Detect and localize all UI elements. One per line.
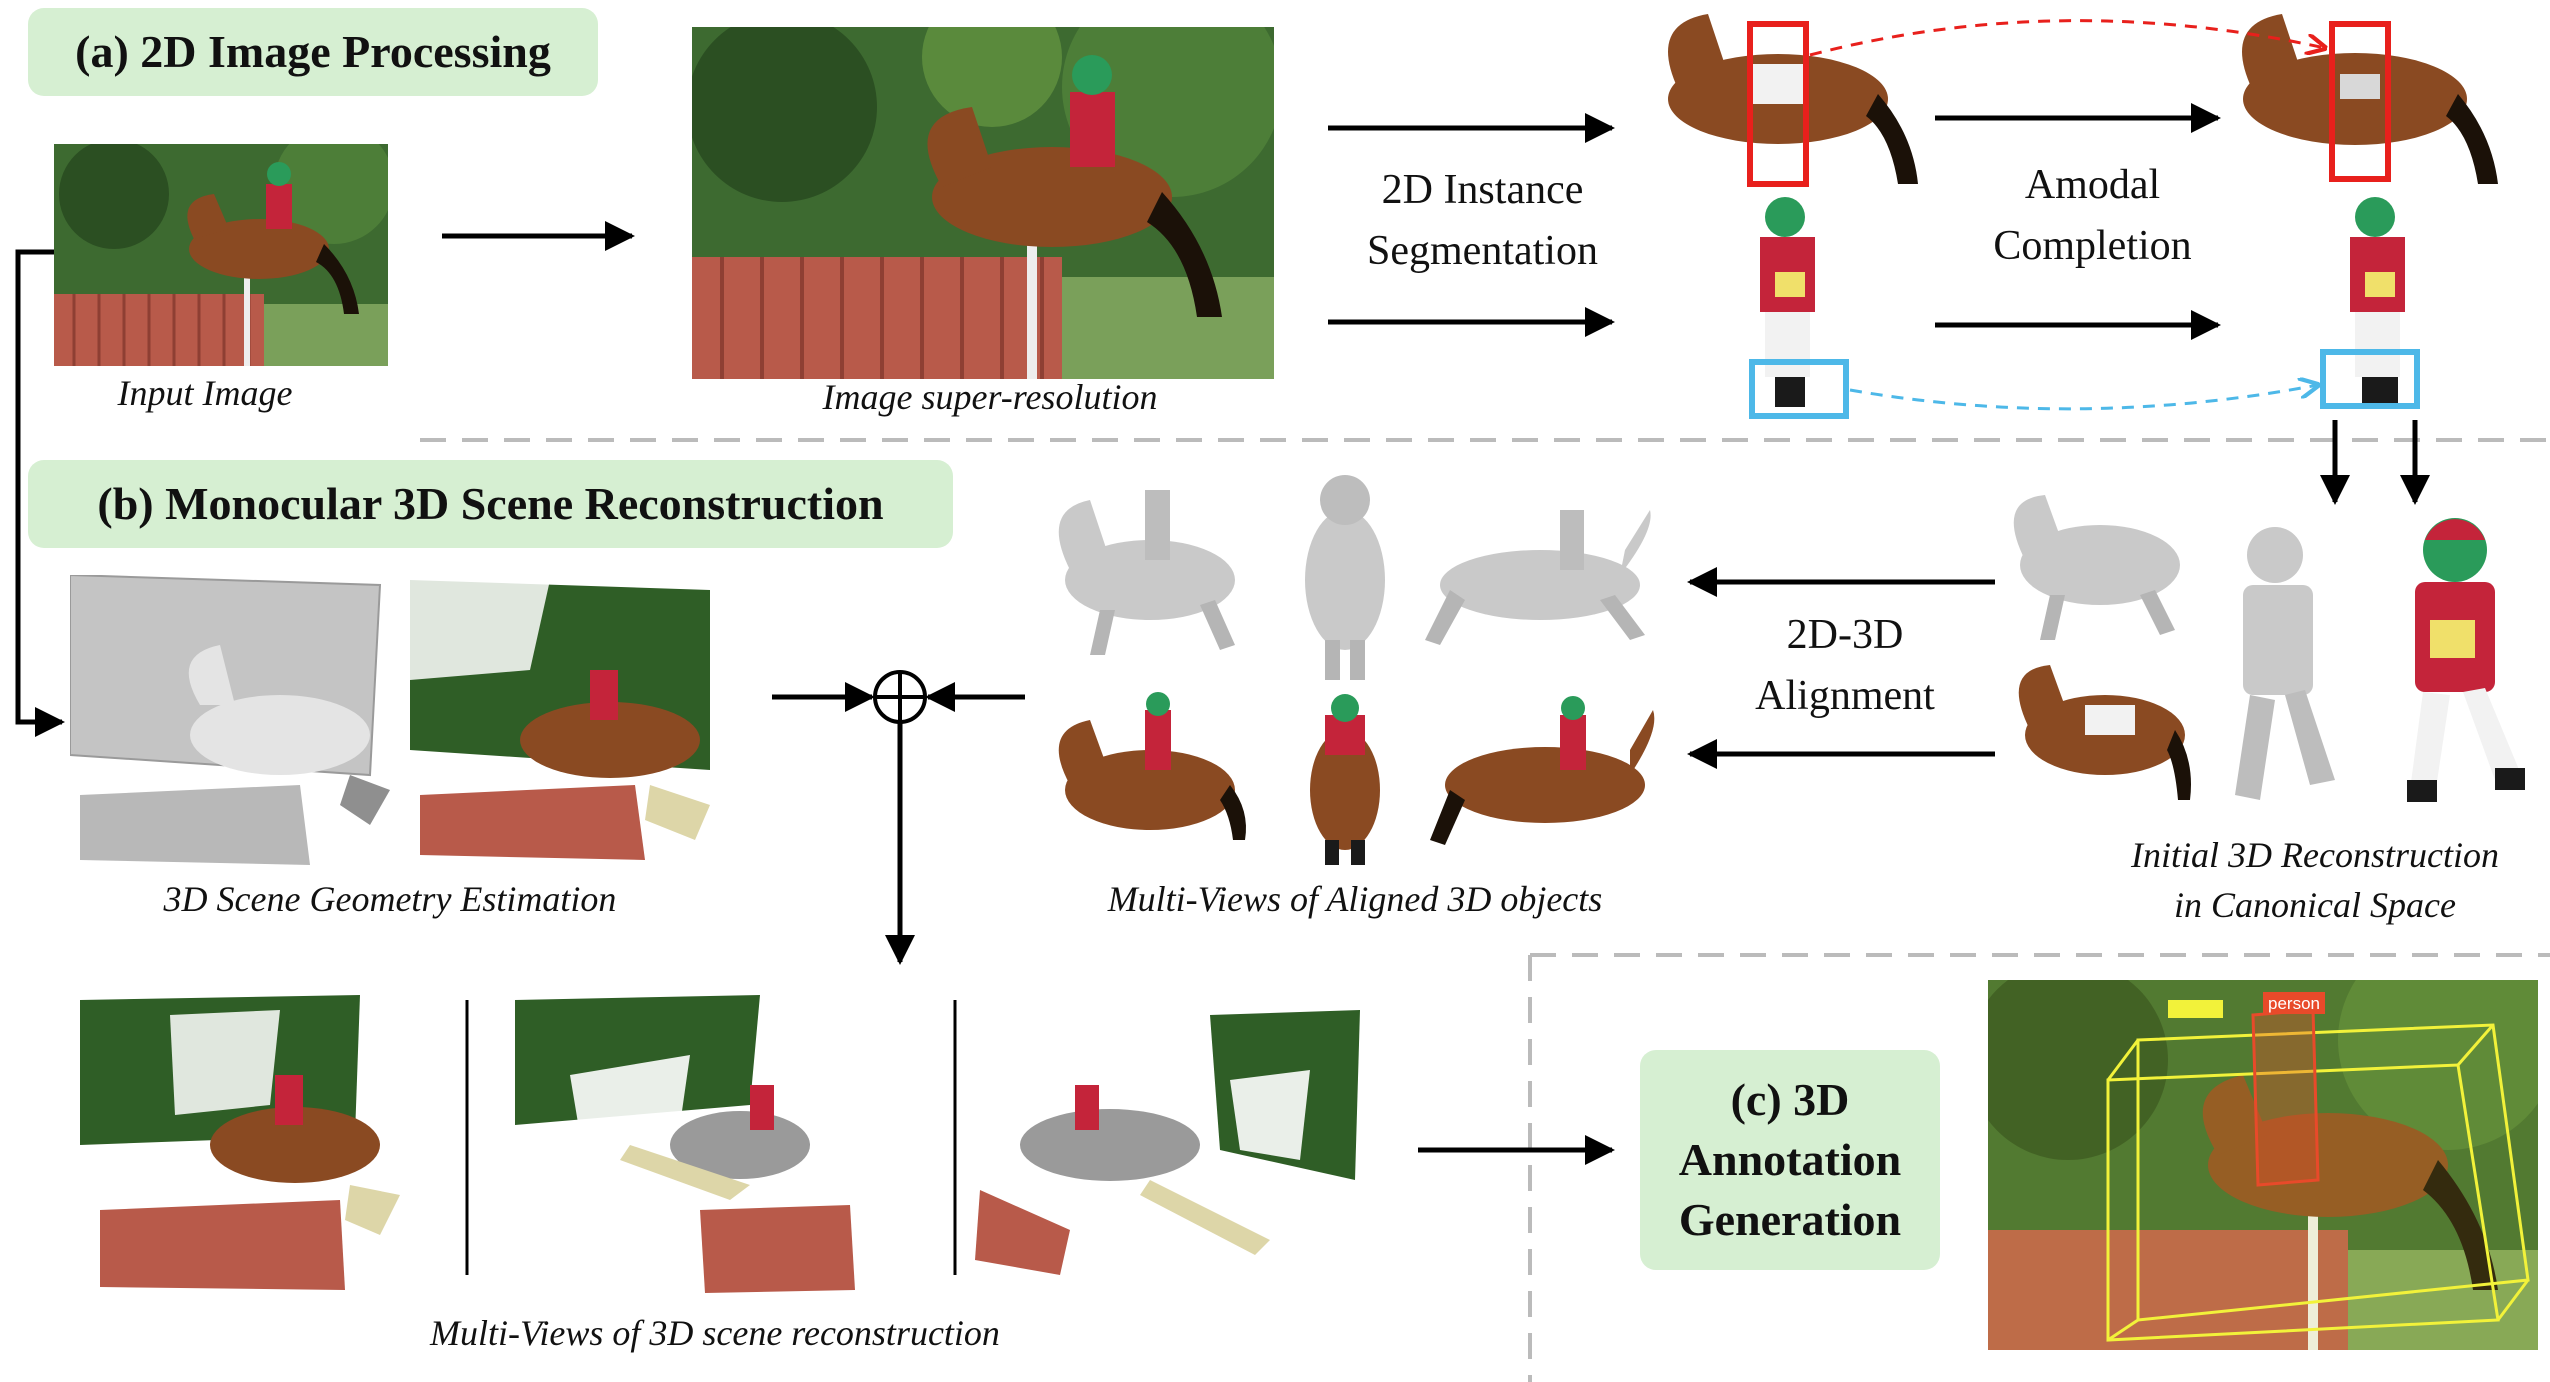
aligned-textured-view-2: [1295, 690, 1395, 865]
scene-geometry-textured: [410, 580, 730, 870]
step-label-amodal-completion: Amodal Completion: [1955, 155, 2230, 277]
scene-geometry-mesh: [70, 575, 400, 865]
canonical-rider-mesh: [2215, 520, 2345, 810]
segmented-rider: [1720, 192, 1850, 412]
segmented-horse: [1628, 4, 1928, 194]
caption-scene-geometry: 3D Scene Geometry Estimation: [163, 879, 617, 919]
scene-reconstruction-view-1: [80, 995, 410, 1295]
alignment-line2: Alignment: [1755, 672, 1935, 719]
section-label-annotation-generation: (c) 3D Annotation Generation: [1640, 1050, 1940, 1270]
segmentation-line1: 2D Instance: [1381, 167, 1584, 213]
completed-horse: [2200, 4, 2510, 194]
caption-initial-line1: Initial 3D Reconstruction: [2131, 835, 2499, 875]
step-label-alignment: 2D-3D Alignment: [1715, 605, 1975, 727]
amodal-line1: Amodal: [2024, 162, 2161, 208]
amodal-line2: Completion: [1993, 222, 2192, 269]
caption-input-image: Input Image: [117, 373, 293, 413]
scene-reconstruction-view-3: [970, 1010, 1370, 1295]
caption-initial-reconstruction: Initial 3D Reconstruction in Canonical S…: [2080, 830, 2550, 931]
canonical-rider-textured: [2385, 510, 2545, 810]
aligned-mesh-view-1: [1030, 470, 1250, 660]
input-image: [54, 144, 388, 366]
aligned-textured-view-1: [1035, 690, 1255, 865]
scene-reconstruction-view-2: [510, 995, 900, 1295]
caption-super-resolution: Image super-resolution: [822, 377, 1158, 417]
aligned-textured-view-3: [1425, 690, 1665, 855]
annotation-label-line1: (c) 3D: [1730, 1074, 1850, 1126]
caption-aligned-objects: Multi-Views of Aligned 3D objects: [1107, 879, 1603, 919]
segmentation-line2: Segmentation: [1367, 227, 1598, 274]
annotation-label-person: person: [2268, 994, 2320, 1013]
annotation-label-line2: Annotation: [1678, 1134, 1902, 1186]
aligned-mesh-view-2: [1290, 470, 1400, 680]
step-label-segmentation: 2D Instance Segmentation: [1345, 160, 1620, 282]
canonical-horse-textured: [1995, 650, 2195, 810]
alignment-line1: 2D-3D: [1786, 612, 1904, 658]
aligned-mesh-view-3: [1420, 490, 1660, 650]
annotation-result-image: person: [1988, 980, 2538, 1350]
caption-initial-line2: in Canonical Space: [2174, 885, 2456, 926]
section-label-2d-processing: (a) 2D Image Processing: [28, 8, 598, 96]
caption-scene-views: Multi-Views of 3D scene reconstruction: [430, 1313, 1000, 1353]
super-resolution-image: [692, 27, 1274, 379]
completed-rider: [2310, 192, 2440, 412]
canonical-horse-mesh: [1990, 480, 2190, 645]
section-label-3d-reconstruction: (b) Monocular 3D Scene Reconstruction: [28, 460, 953, 548]
annotation-label-line3: Generation: [1678, 1193, 1902, 1245]
